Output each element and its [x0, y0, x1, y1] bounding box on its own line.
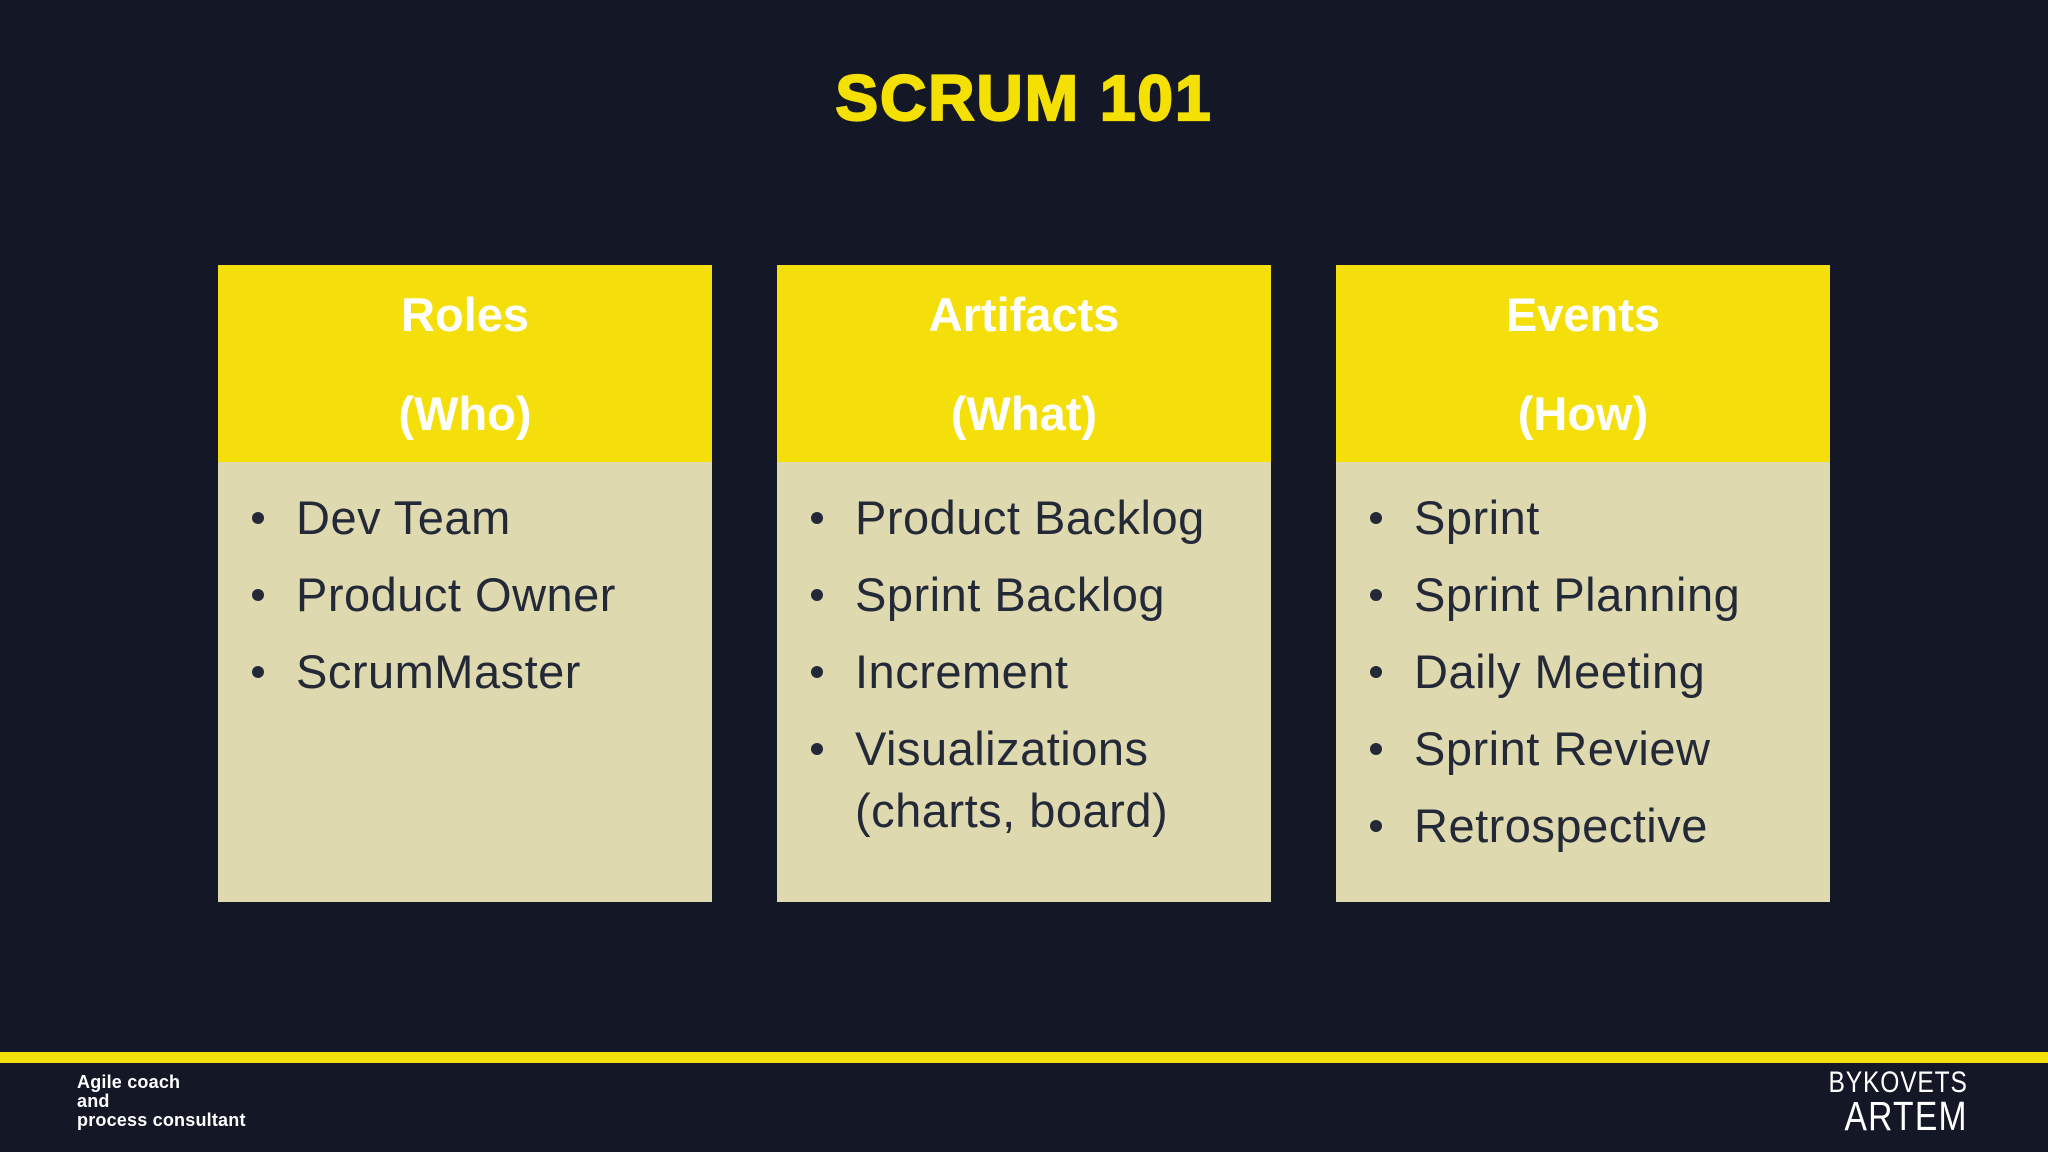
bullet-dot: [811, 666, 823, 678]
bullet-dot: [811, 743, 823, 755]
list-item-label: ScrumMaster: [296, 645, 581, 698]
list-item-label: Sprint: [1414, 491, 1540, 544]
list-item: Sprint Planning: [1370, 564, 1802, 626]
card-subtitle: (What): [950, 386, 1098, 440]
author-logo: BYKOVETS ARTEM: [1828, 1066, 1968, 1139]
list-item: Product Owner: [252, 564, 684, 626]
footer-tagline: Agile coach and process consultant: [77, 1073, 246, 1130]
page-title: SCRUM 101: [834, 62, 1213, 134]
list-item-label: Product Owner: [296, 568, 616, 621]
list-item: Increment: [811, 641, 1243, 703]
card-events-body: Sprint Sprint Planning Daily Meeting Spr…: [1336, 462, 1830, 902]
list-item-label: Increment: [855, 645, 1069, 698]
bullet-dot: [252, 512, 264, 524]
list-item-label: Sprint Backlog: [855, 568, 1166, 621]
card-title: Roles: [401, 287, 529, 341]
bullet-dot: [1370, 743, 1382, 755]
bullet-dot: [1370, 589, 1382, 601]
list-item: Sprint: [1370, 487, 1802, 549]
card-title: Artifacts: [928, 287, 1120, 341]
bullet-dot: [252, 589, 264, 601]
list-item: ScrumMaster: [252, 641, 684, 703]
bullet-dot: [1370, 512, 1382, 524]
list-item-label: Retrospective: [1414, 799, 1708, 852]
card-roles-body: Dev Team Product Owner ScrumMaster: [218, 462, 712, 902]
card-events-header: Events (How): [1336, 265, 1830, 462]
list-item: Dev Team: [252, 487, 684, 549]
list-item: Retrospective: [1370, 795, 1802, 857]
list-item-label: Dev Team: [296, 491, 511, 544]
logo-firstname: ARTEM: [1844, 1093, 1968, 1139]
list-item: Visualizations (charts, board): [811, 718, 1243, 842]
card-subtitle: (How): [1517, 386, 1649, 440]
list-item: Product Backlog: [811, 487, 1243, 549]
bullet-dot: [1370, 666, 1382, 678]
list-item-label: Sprint Planning: [1414, 568, 1741, 621]
bullet-dot: [811, 589, 823, 601]
bullet-list: Product Backlog Sprint Backlog Increment…: [811, 487, 1243, 842]
card-roles: Roles (Who) Dev Team Product Owner Scru: [218, 265, 712, 902]
list-item-label: Product Backlog: [855, 491, 1205, 544]
tagline-line-3: process consultant: [77, 1110, 246, 1130]
logo-surname: BYKOVETS: [1828, 1066, 1968, 1099]
bullet-list: Dev Team Product Owner ScrumMaster: [252, 487, 684, 703]
list-item-label: Visualizations (charts, board): [855, 722, 1169, 837]
card-subtitle: (Who): [398, 386, 532, 440]
card-events: Events (How) Sprint Sprint Planning Dai: [1336, 265, 1830, 902]
list-item-label: Daily Meeting: [1414, 645, 1706, 698]
card-title: Events: [1505, 287, 1661, 341]
card-artifacts-body: Product Backlog Sprint Backlog Increment…: [777, 462, 1271, 902]
card-artifacts-header: Artifacts (What): [777, 265, 1271, 462]
list-item-label: Sprint Review: [1414, 722, 1711, 775]
bullet-list: Sprint Sprint Planning Daily Meeting Spr…: [1370, 487, 1802, 857]
bullet-dot: [1370, 820, 1382, 832]
bullet-dot: [811, 512, 823, 524]
bullet-dot: [252, 666, 264, 678]
list-item: Sprint Backlog: [811, 564, 1243, 626]
card-artifacts: Artifacts (What) Product Backlog Sprint …: [777, 265, 1271, 902]
tagline-line-1: Agile coach: [77, 1072, 181, 1092]
cards-container: Roles (Who) Dev Team Product Owner Scru: [218, 265, 1830, 902]
list-item: Daily Meeting: [1370, 641, 1802, 703]
list-item: Sprint Review: [1370, 718, 1802, 780]
tagline-line-2: and: [77, 1091, 110, 1111]
footer-divider-bar: [0, 1052, 2048, 1063]
card-roles-header: Roles (Who): [218, 265, 712, 462]
